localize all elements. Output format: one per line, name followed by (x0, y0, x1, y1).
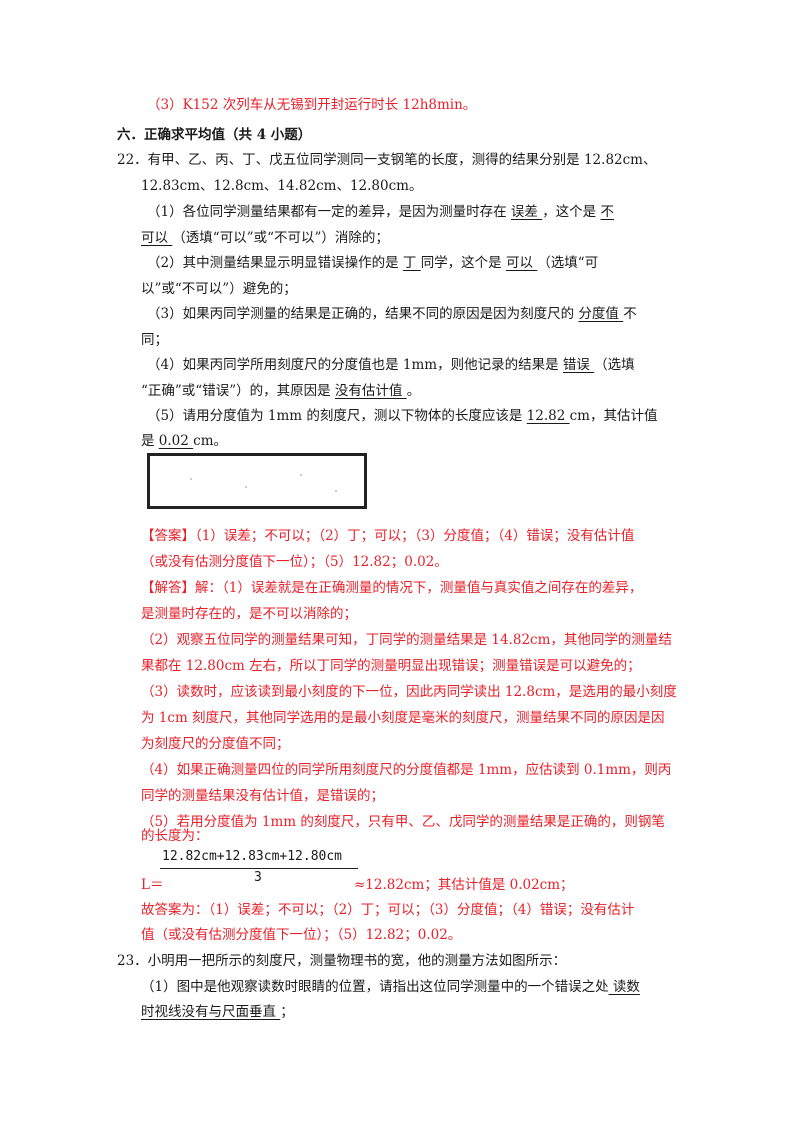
answer-blank: 读数 (608, 979, 640, 995)
answer-blank: 0.02 (158, 433, 194, 449)
solution-text: 【解答】解：（1）误差就是在正确测量的情况下，测量值与真实值之间存在的差异， (141, 580, 643, 596)
text-span: （选填 (594, 357, 635, 373)
text-span: 同学，这个是 (420, 255, 506, 271)
text-span: （1）各位同学测量结果都有一定的差异，是因为测量时存在 (147, 204, 511, 220)
question-23-stem: 23．小明用一把所示的刻度尺，测量物理书的宽，他的测量方法如图所示： (117, 953, 567, 969)
answer-blank: 分度值 (578, 306, 624, 322)
formula-denominator: 3 (254, 870, 262, 885)
answer-blank: 可以 (505, 255, 538, 271)
text-span: “正确”或“错误”）的，其原因是 (141, 383, 335, 399)
answer-summary: 【答案】（1）误差；不可以；（2）丁；可以；（3）分度值；（4）错误；没有估计值 (141, 528, 635, 544)
text-line: （3）K152 次列车从无锡到开封运行时长 12h8min。 (147, 97, 477, 113)
text-span: 不 (623, 306, 637, 322)
final-answer: 故答案为：（1）误差；不可以；（2）丁；可以；（3）分度值；（4）错误；没有估计 (141, 902, 635, 918)
text-line: （2）观察五位同学的测量结果可知，丁同学的测量结果是 14.82cm，其他同学的… (141, 632, 672, 648)
text-line: （或没有估测分度值下一位）；（5）12.82；0.02。 (141, 554, 448, 570)
text-span: 。 (406, 383, 421, 399)
text-line: 值（或没有估测分度值下一位）；（5）12.82；0.02。 (141, 927, 462, 943)
text-line: 12.83cm、12.8cm、14.82cm、12.80cm。 (141, 178, 423, 194)
text-line: 果都在 12.80cm 左右，所以丁同学的测量明显出现错误；测量错误是可以避免的… (141, 658, 641, 674)
text-line: 的长度为： (141, 828, 209, 844)
text-line: 是 0.02 cm。 (141, 432, 227, 450)
question-part-5: （5）请用分度值为 1mm 的刻度尺，测以下物体的长度应该是 12.82 cm，… (147, 407, 657, 425)
text-span: cm，其估计值 (569, 408, 658, 424)
text-line: 是测量时存在的，是不可以消除的； (141, 606, 357, 622)
formula-lhs: L＝ (141, 877, 164, 893)
question-part-3: （3）如果丙同学测量的结果是正确的，结果不同的原因是因为刻度尺的 分度值 不 (147, 305, 637, 323)
text-line: 为 1cm 刻度尺，其他同学选用的是最小刻度是毫米的刻度尺，测量结果不同的原因是… (141, 710, 665, 726)
text-span: cm。 (193, 433, 228, 449)
answer-blank: 误差 (510, 204, 543, 220)
text-line: 以”或“不可以”）避免的； (141, 281, 297, 297)
text-span: （5）请用分度值为 1mm 的刻度尺，测以下物体的长度应该是 (147, 408, 527, 424)
fraction-bar (160, 868, 358, 869)
answer-blank: 丁 (402, 255, 421, 271)
question-23-part-1: （1）图中是他观察读数时眼睛的位置，请指出这位同学测量中的一个错误之处 读数 (141, 978, 640, 996)
text-span: （3）如果丙同学测量的结果是正确的，结果不同的原因是因为刻度尺的 (147, 306, 579, 322)
text-line: 可以 （透填“可以”或“不可以”）消除的； (141, 229, 389, 247)
formula-rhs: ≈12.82cm；其估计值是 0.02cm； (354, 877, 574, 893)
answer-blank: 时视线没有与尺面垂直 (141, 1004, 281, 1020)
text-line: （4）如果正确测量四位的同学所用刻度尺的分度值都是 1mm，应估读到 0.1mm… (141, 762, 672, 778)
question-part-4: （4）如果丙同学所用刻度尺的分度值也是 1mm，则他记录的结果是 错误 （选填 (147, 356, 635, 374)
text-span: ； (280, 1004, 294, 1020)
text-span: ，这个是 (542, 204, 601, 220)
text-line: 为刻度尺的分度值不同； (141, 736, 290, 752)
answer-blank: 没有估计值 (334, 383, 407, 399)
answer-blank: 12.82 (526, 408, 570, 424)
text-span: （透填“可以”或“不可以”）消除的； (172, 230, 389, 246)
text-line: （5）若用分度值为 1mm 的刻度尺，只有甲、乙、戊同学的测量结果是正确的，则钢… (141, 814, 665, 830)
answer-blank: 不 (600, 204, 614, 220)
text-line: 时视线没有与尺面垂直 ； (141, 1003, 294, 1021)
question-part-1: （1）各位同学测量结果都有一定的差异，是因为测量时存在 误差 ，这个是 不 (147, 203, 614, 221)
answer-blank: 错误 (562, 357, 595, 373)
formula-numerator: 12.82cm+12.83cm+12.80cm (162, 849, 343, 864)
answer-blank: 可以 (141, 230, 173, 246)
measured-object-figure (147, 453, 367, 509)
text-span: （1）图中是他观察读数时眼睛的位置，请指出这位同学测量中的一个错误之处 (141, 979, 609, 995)
text-span: （2）其中测量结果显示明显错误操作的是 (147, 255, 403, 271)
text-line: （3）读数时，应该读到最小刻度的下一位，因此丙同学读出 12.8cm，是选用的最… (141, 684, 677, 700)
text-span: （选填“可 (537, 255, 599, 271)
section-heading: 六．正确求平均值（共 4 小题） (117, 127, 312, 143)
question-part-2: （2）其中测量结果显示明显错误操作的是 丁 同学，这个是 可以 （选填“可 (147, 254, 598, 272)
text-line: “正确”或“错误”）的，其原因是 没有估计值 。 (141, 382, 420, 400)
text-line: 同； (141, 332, 168, 348)
text-span: （4）如果丙同学所用刻度尺的分度值也是 1mm，则他记录的结果是 (147, 357, 563, 373)
text-line: 同学的测量结果没有估计值，是错误的； (141, 788, 384, 804)
question-22-stem: 22．有甲、乙、丙、丁、戊五位同学测同一支钢笔的长度，测得的结果分别是 12.8… (117, 152, 657, 168)
text-span: 是 (141, 433, 159, 449)
